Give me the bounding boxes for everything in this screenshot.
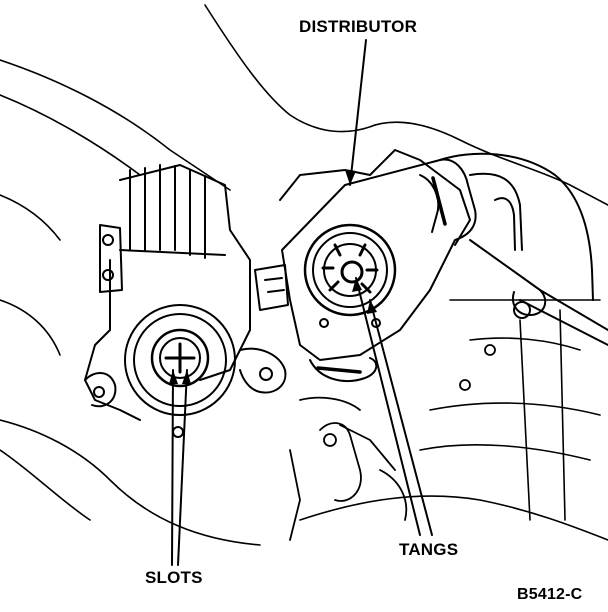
leader-lines xyxy=(171,39,433,566)
engine-background-lines xyxy=(0,4,608,546)
figure-id-label: B5412-C xyxy=(517,586,583,603)
intake-tubes xyxy=(439,152,608,346)
distributor-label: DISTRIBUTOR xyxy=(299,17,418,36)
timing-cover xyxy=(84,164,287,421)
lower-hardware xyxy=(289,344,496,541)
distributor-tangs xyxy=(321,243,379,294)
oil-pump-drive xyxy=(124,304,236,438)
distributor xyxy=(254,149,477,382)
arrowheads xyxy=(169,170,377,384)
tangs-label: TANGS xyxy=(399,540,459,559)
slots-label: SLOTS xyxy=(145,568,203,587)
